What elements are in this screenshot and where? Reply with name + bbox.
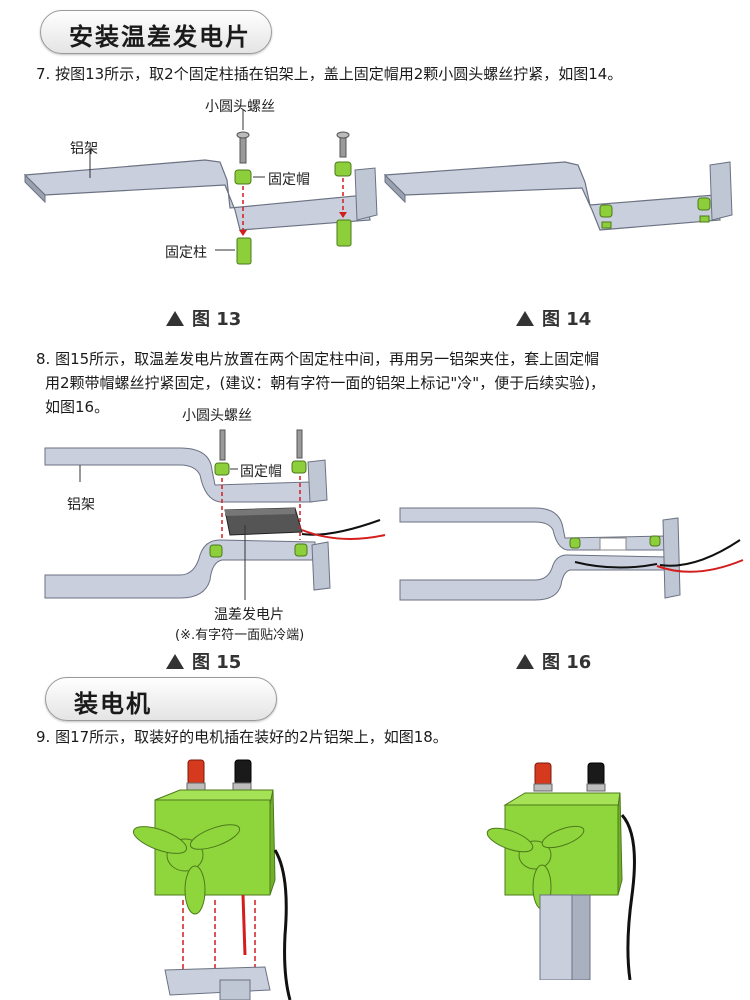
figure-15-illustration [44, 429, 386, 600]
caption-figure-14: 图 14 [516, 305, 591, 331]
caption-figure-15: 图 15 [166, 648, 241, 674]
step-9-text: 9. 图17所示，取装好的电机插在装好的2片铝架上，如图18。 [36, 728, 448, 746]
figure-13-illustration [23, 110, 378, 265]
label-small-screw-15: 小圆头螺丝 [182, 408, 252, 424]
section-header-install-peltier: 安装温差发电片 [40, 10, 272, 54]
label-small-screw-13: 小圆头螺丝 [205, 99, 275, 115]
label-post-13: 固定柱 [165, 245, 207, 261]
label-cap-13: 固定帽 [268, 172, 310, 188]
label-bracket-13: 铝架 [70, 141, 98, 157]
label-bracket-15: 铝架 [67, 497, 95, 513]
step-8-line-1: 8. 图15所示，取温差发电片放置在两个固定柱中间，再用另一铝架夹住，套上固定帽 [36, 350, 600, 368]
section-title: 装电机 [74, 690, 152, 718]
section-header-install-motor: 装电机 [45, 677, 277, 721]
caption-figure-13: 图 13 [166, 305, 241, 331]
step-8-line-3: 如图16。 [45, 398, 110, 416]
step-7-text: 7. 按图13所示，取2个固定柱插在铝架上，盖上固定帽用2颗小圆头螺丝拧紧，如图… [36, 65, 623, 83]
label-cap-15: 固定帽 [240, 464, 282, 480]
figure-16-illustration [399, 507, 744, 601]
label-note-15: (※.有字符一面贴冷端) [175, 628, 305, 643]
section-title: 安装温差发电片 [69, 23, 251, 51]
caption-figure-16: 图 16 [516, 648, 591, 674]
figure-17-illustration [132, 759, 292, 1000]
figure-18-illustration [486, 762, 636, 980]
label-peltier-15: 温差发电片 [214, 607, 284, 623]
figure-14-illustration [383, 161, 733, 231]
step-8-line-2: 用2颗带帽螺丝拧紧固定，(建议：朝有字符一面的铝架上标记"冷"，便于后续实验)， [45, 374, 606, 392]
